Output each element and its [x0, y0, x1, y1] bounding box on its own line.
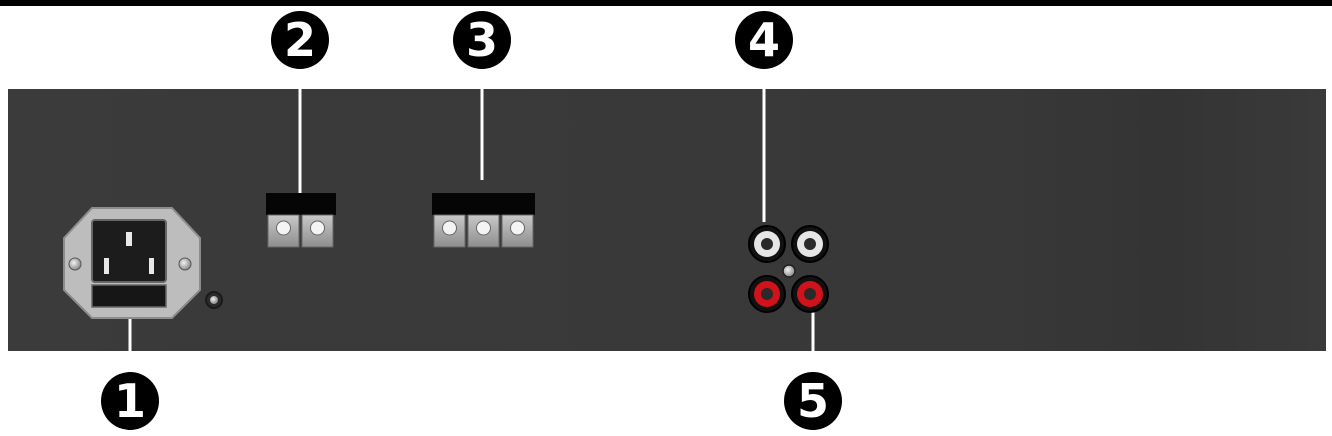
callout-number-2: 2: [284, 13, 316, 67]
terminal-screw-icon: [276, 220, 291, 236]
ground-screw-icon: [782, 264, 796, 278]
rear-panel: [8, 89, 1326, 351]
rca-jacks-white: [748, 225, 829, 263]
callout-badge-4: 4: [735, 11, 793, 69]
mount-screw-icon: [178, 257, 192, 271]
callout-number-3: 3: [466, 13, 498, 67]
terminal-screw-icon: [442, 220, 457, 236]
callout-badge-5: 5: [784, 372, 842, 430]
mount-screw-icon: [68, 257, 82, 271]
terminal-screw-icon: [310, 220, 325, 236]
iec-socket: [91, 219, 167, 283]
neutral-pin: [149, 258, 154, 274]
callout-number-1: 1: [114, 374, 146, 428]
terminal-block-body: [266, 193, 336, 215]
callout-badge-1: 1: [101, 372, 159, 430]
terminal-block-body: [432, 193, 535, 215]
ground-pin: [126, 232, 132, 246]
rca-jacks-red: [748, 275, 829, 313]
callout-number-5: 5: [797, 374, 829, 428]
callout-badge-2: 2: [271, 11, 329, 69]
power-inlet: [63, 207, 223, 319]
top-rule: [0, 0, 1332, 6]
terminal-block-2-pin: [266, 193, 336, 248]
terminal-block-3-pin: [432, 193, 535, 248]
terminal-screw-icon: [476, 220, 491, 236]
fuse-holder: [91, 284, 167, 308]
terminal-screw-icon: [510, 220, 525, 236]
callout-number-4: 4: [748, 13, 780, 67]
callout-badge-3: 3: [453, 11, 511, 69]
line-pin: [104, 258, 109, 274]
